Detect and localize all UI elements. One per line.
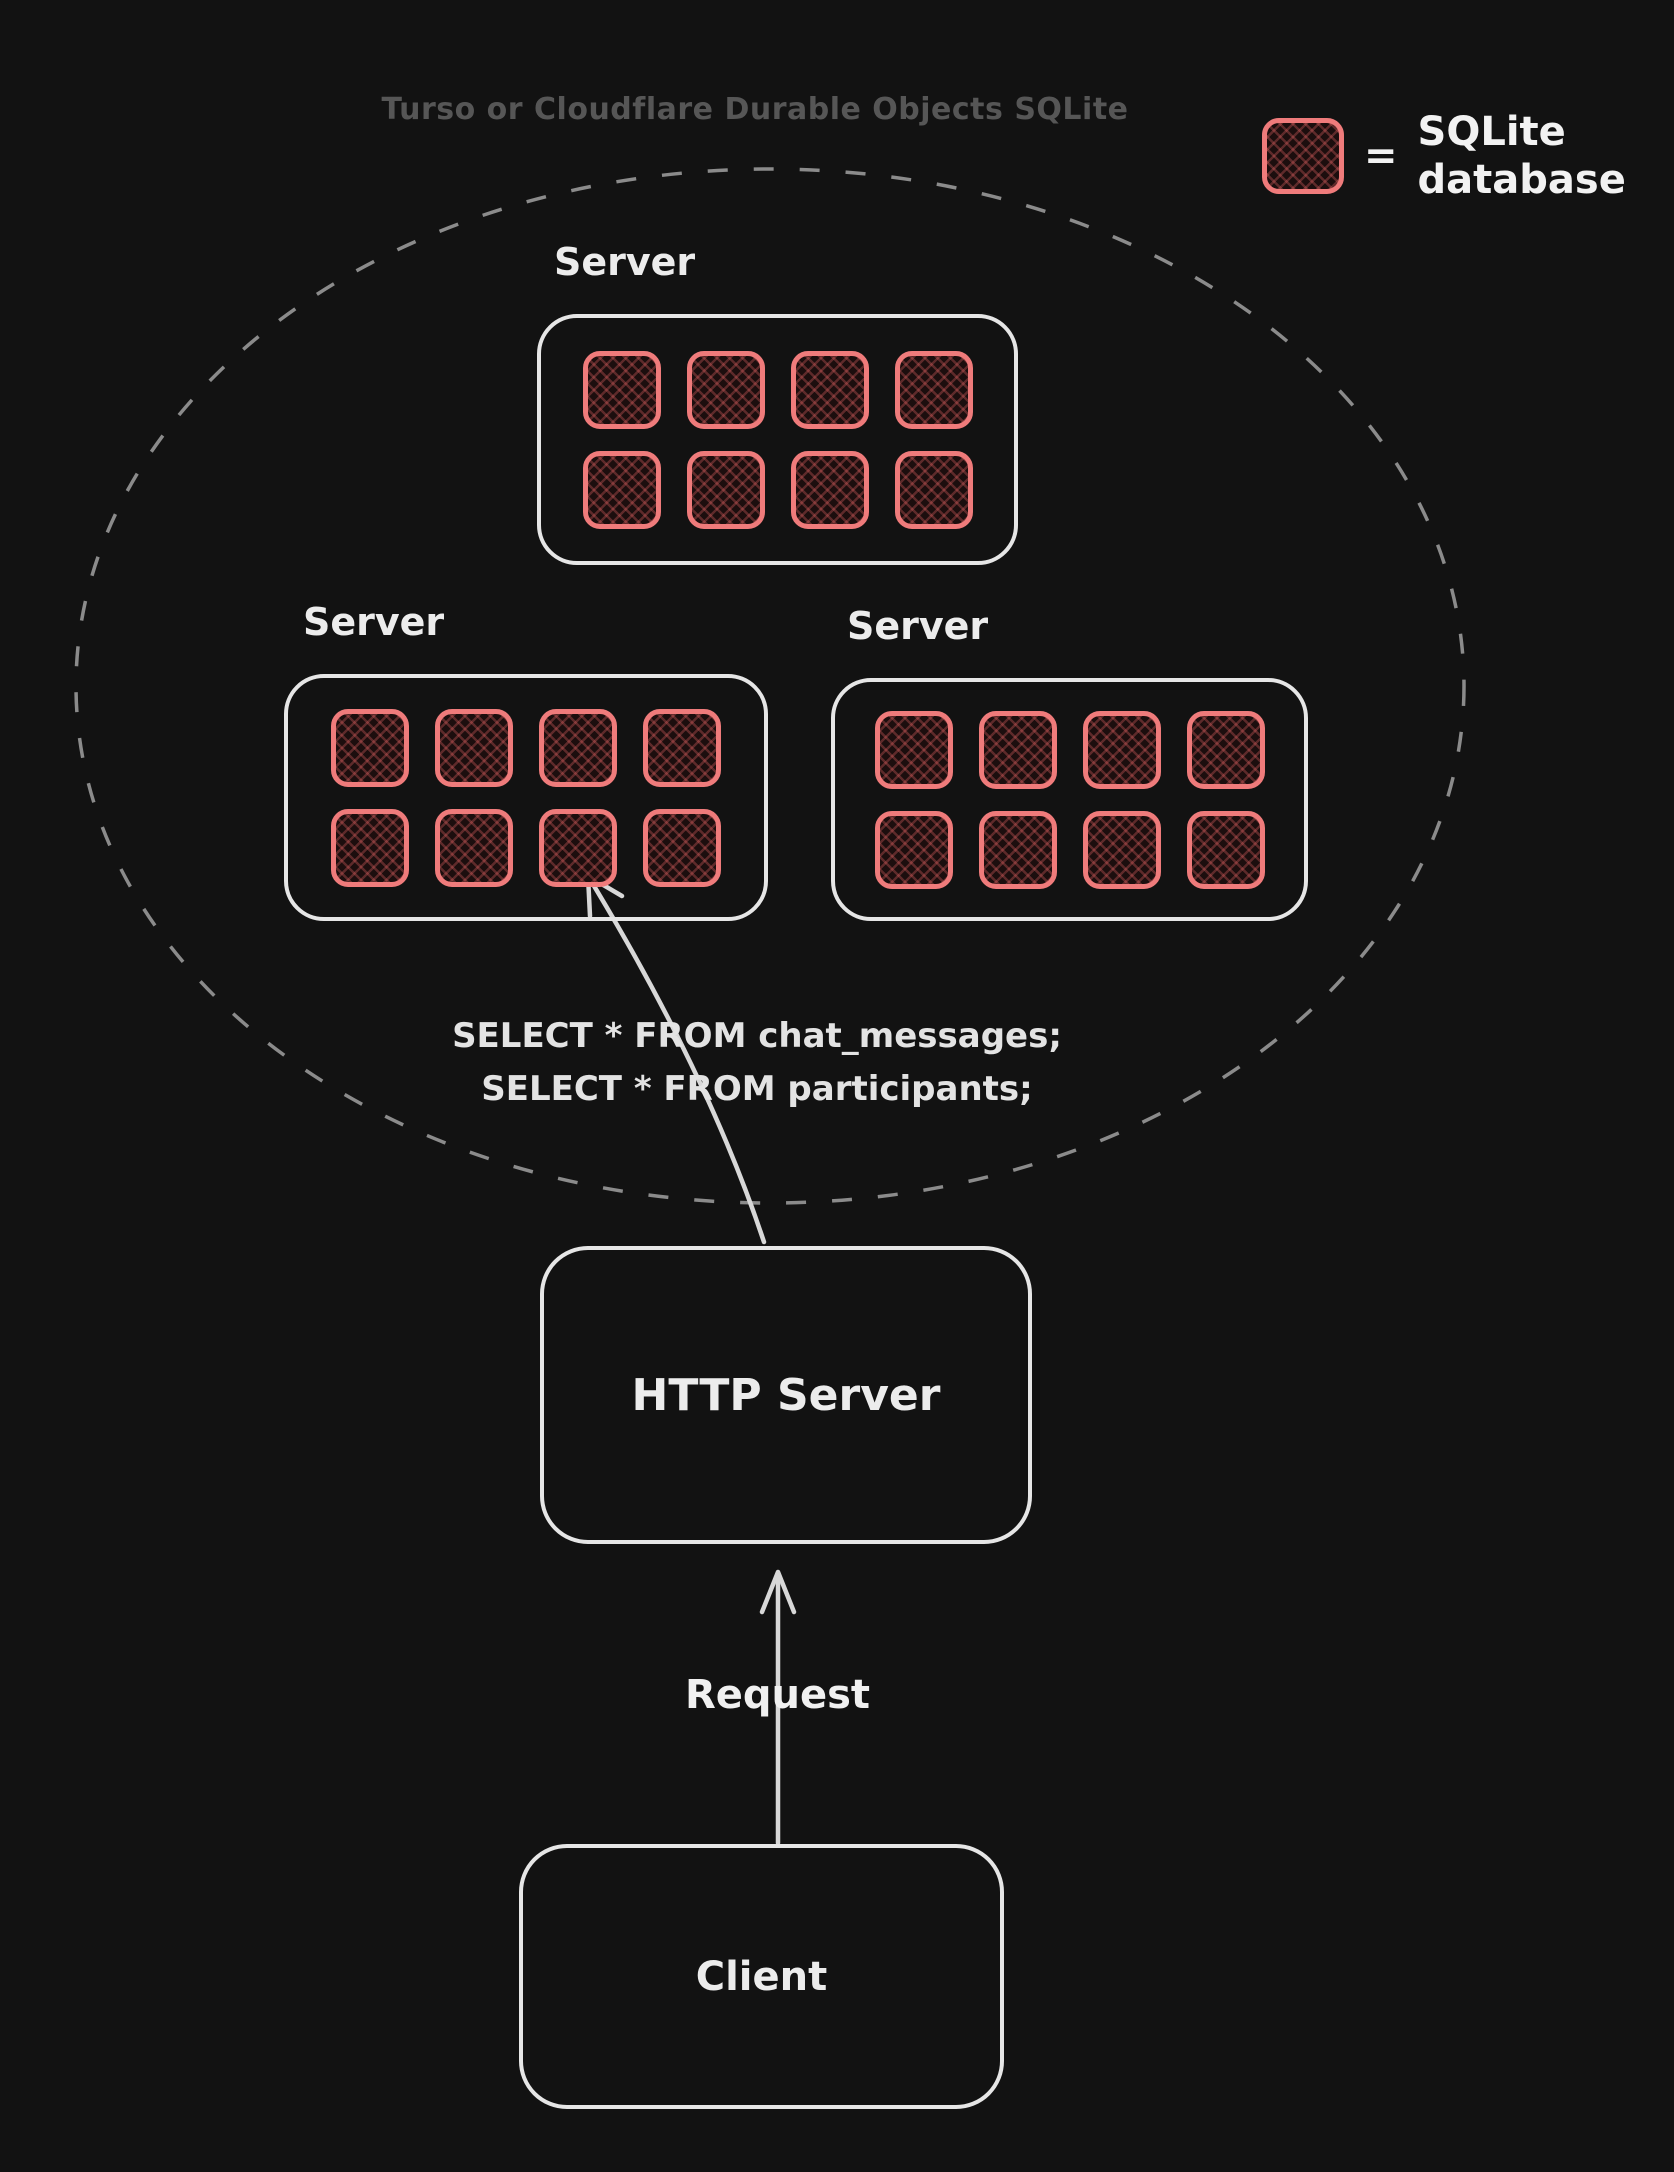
server-box <box>284 674 768 921</box>
request-label: Request <box>684 1672 871 1718</box>
server-label: Server <box>303 600 445 644</box>
server-label: Server <box>554 240 696 284</box>
sqlite-database-icon <box>978 710 1057 789</box>
sqlite-database-icon <box>978 810 1057 889</box>
sqlite-database-icon <box>1186 810 1265 889</box>
client-box: Client <box>519 1844 1004 2109</box>
db-grid <box>582 350 973 529</box>
http-server-box: HTTP Server <box>540 1246 1032 1544</box>
sqlite-database-icon <box>643 708 721 787</box>
legend-label: SQLite database <box>1417 109 1626 203</box>
sqlite-database-icon <box>790 350 869 429</box>
sqlite-database-icon <box>1262 118 1344 194</box>
sqlite-database-icon <box>686 350 765 429</box>
http-server-label: HTTP Server <box>631 1369 941 1421</box>
server-box <box>831 678 1308 921</box>
sqlite-database-icon <box>874 710 953 789</box>
sqlite-database-icon <box>331 808 409 887</box>
db-grid <box>331 708 721 887</box>
sqlite-database-icon <box>874 810 953 889</box>
db-grid <box>874 710 1265 889</box>
legend: = SQLite database <box>1262 108 1626 204</box>
sqlite-database-icon <box>539 808 617 887</box>
request-arrowhead-icon <box>759 1569 797 1615</box>
sql-query-label: SELECT * FROM chat_messages; SELECT * FR… <box>452 1016 1062 1109</box>
sqlite-database-icon <box>582 350 661 429</box>
server-label: Server <box>847 604 989 648</box>
sqlite-database-icon <box>435 808 513 887</box>
sqlite-database-icon <box>1186 710 1265 789</box>
sqlite-database-icon <box>1082 710 1161 789</box>
server-box <box>537 314 1018 565</box>
sqlite-database-icon <box>894 350 973 429</box>
client-label: Client <box>695 1953 828 2000</box>
sqlite-database-icon <box>539 708 617 787</box>
sqlite-database-icon <box>582 450 661 529</box>
equals-sign: = <box>1364 133 1398 179</box>
sqlite-database-icon <box>1082 810 1161 889</box>
sqlite-database-icon <box>435 708 513 787</box>
sqlite-database-icon <box>686 450 765 529</box>
sqlite-database-icon <box>643 808 721 887</box>
page-title: Turso or Cloudflare Durable Objects SQLi… <box>381 92 1129 127</box>
sqlite-database-icon <box>331 708 409 787</box>
sqlite-database-icon <box>790 450 869 529</box>
sqlite-database-icon <box>894 450 973 529</box>
